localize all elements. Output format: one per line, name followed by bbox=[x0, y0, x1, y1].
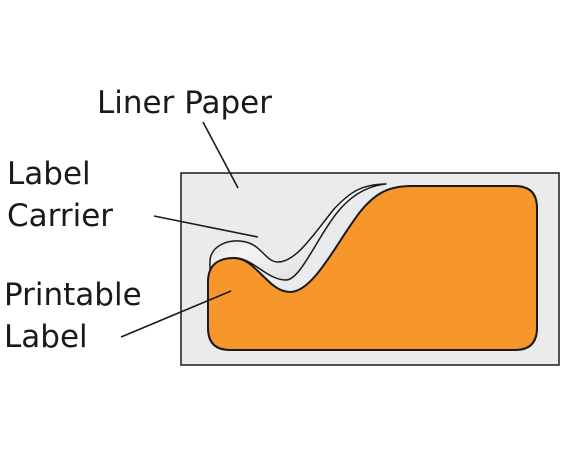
printable-label-text-line-1: Printable bbox=[4, 277, 142, 313]
printable-label-text-line-2: Label bbox=[4, 319, 88, 355]
printable-label-callout: Printable Label bbox=[4, 274, 142, 358]
label-carrier-text-line-1: Label bbox=[7, 156, 91, 192]
printable-label bbox=[207, 185, 538, 351]
liner-paper-callout: Liner Paper bbox=[97, 82, 272, 124]
label-carrier-callout: Label Carrier bbox=[7, 153, 113, 237]
printable-label-leader-line bbox=[120, 290, 232, 338]
liner-paper-leader-line bbox=[202, 121, 239, 189]
liner-paper-text: Liner Paper bbox=[97, 85, 272, 121]
label-carrier-text-line-2: Carrier bbox=[7, 198, 114, 234]
label-carrier-leader-line bbox=[153, 215, 259, 238]
